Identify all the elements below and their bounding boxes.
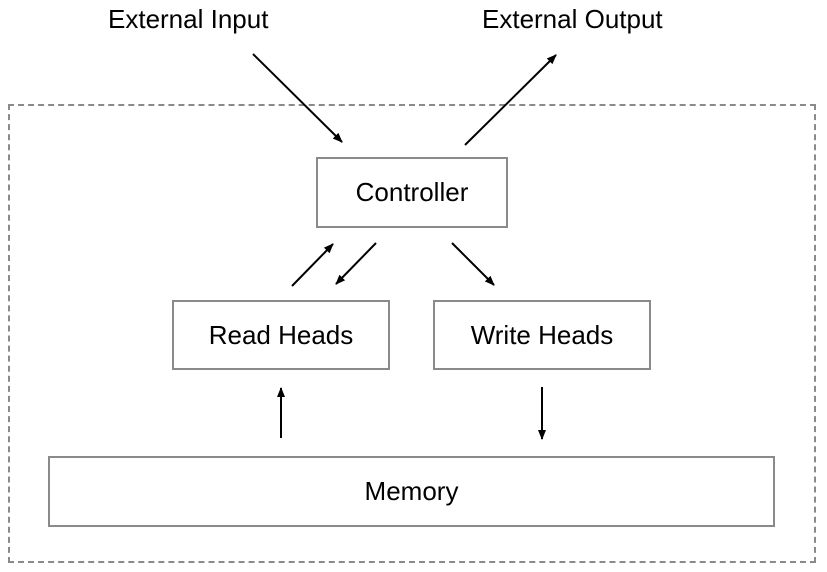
write-heads-box: Write Heads — [433, 300, 651, 370]
external-input-label: External Input — [108, 4, 269, 34]
system-boundary — [8, 104, 816, 563]
controller-box: Controller — [316, 157, 508, 228]
read-heads-label: Read Heads — [208, 319, 354, 350]
read-heads-box: Read Heads — [172, 300, 390, 370]
controller-label: Controller — [355, 177, 469, 207]
memory-label: Memory — [364, 476, 459, 506]
external-output-label: External Output — [482, 4, 663, 34]
write-heads-label: Write Heads — [470, 319, 614, 350]
memory-box: Memory — [48, 456, 775, 527]
